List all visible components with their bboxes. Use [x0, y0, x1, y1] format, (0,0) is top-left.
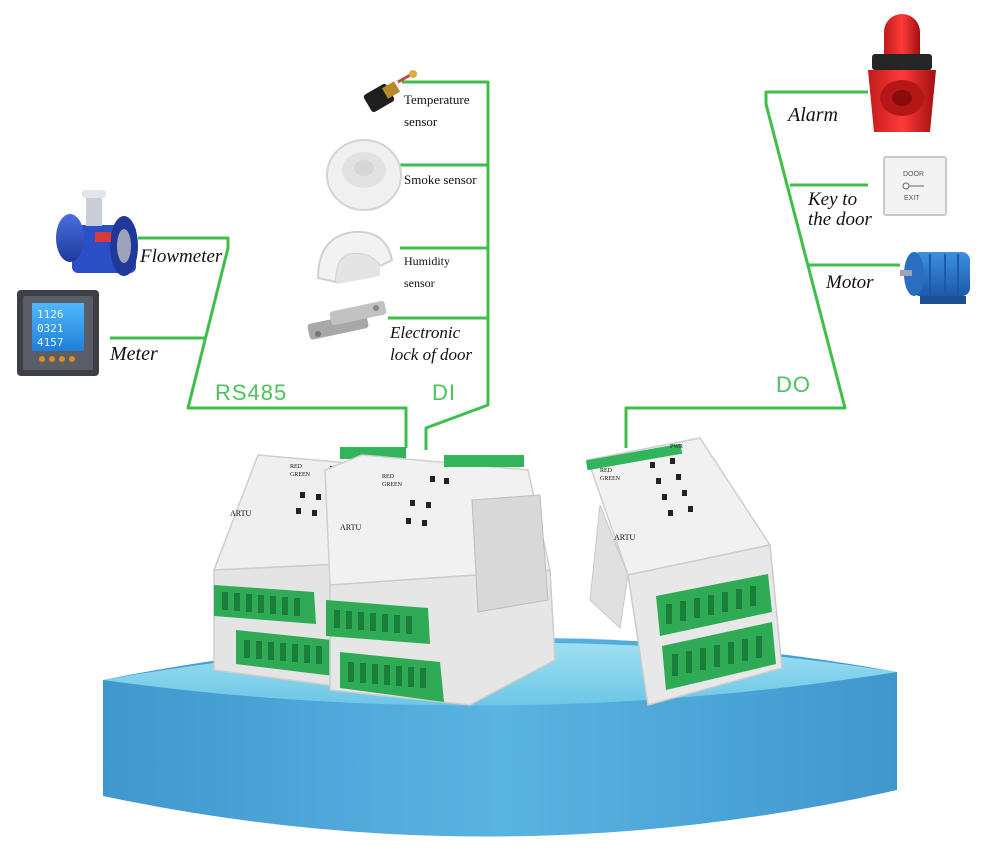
module-right-led-run: RED	[600, 468, 613, 474]
module-right-led-pwr: PWR	[670, 444, 683, 450]
door-button-line-1: DOOR	[903, 171, 924, 178]
power-meter-icon: 1126 0321 4157	[17, 290, 99, 376]
wiring	[110, 80, 900, 450]
exit-button-icon: DOOR EXIT	[883, 156, 947, 216]
humidity-sensor-icon	[316, 230, 394, 284]
module-2-brand: ARTU	[340, 523, 362, 532]
temperature-label-line-1: Temperature	[404, 92, 470, 107]
module-2-terminal-bottom	[340, 652, 444, 702]
di-wire	[402, 80, 490, 450]
key-label-line-2: the door	[808, 209, 872, 230]
flowmeter-icon	[56, 190, 138, 276]
rs485-wire	[138, 236, 408, 448]
module-right-brand: ARTU	[614, 533, 636, 542]
humidity-label-line-1: Humidity	[404, 254, 450, 268]
meter-display-line-1: 1126	[37, 308, 64, 321]
meter-display-line-3: 4157	[37, 336, 64, 349]
door-button-line-2: EXIT	[904, 195, 920, 202]
do-wire	[624, 90, 868, 448]
temperature-label-line-2: sensor	[404, 114, 438, 129]
io-module-2: ARTU RED GREEN	[324, 454, 556, 706]
flowmeter-label: Flowmeter	[139, 246, 223, 267]
lock-label-line-2: lock of door	[390, 345, 473, 364]
module-1-led-com: GREEN	[290, 472, 311, 478]
io-module-group-left: ARTU RED GREEN	[212, 447, 556, 706]
module-1-led-run: RED	[290, 464, 303, 470]
io-module-right: ARTU PWR RED GREEN	[585, 437, 783, 706]
smoke-label: Smoke sensor	[404, 172, 477, 187]
door-lock-sensor-icon	[307, 300, 387, 340]
meter-label: Meter	[109, 343, 158, 365]
module-2-led-run: RED	[382, 474, 395, 480]
meter-display-line-2: 0321	[37, 322, 64, 335]
motor-label: Motor	[825, 272, 874, 293]
module-right-terminal-bottom	[662, 622, 776, 690]
smoke-sensor-icon	[326, 139, 402, 211]
lock-label-line-1: Electronic	[389, 323, 461, 342]
module-2-led-com: GREEN	[382, 482, 403, 488]
alarm-label: Alarm	[786, 104, 838, 126]
module-right-led-com: GREEN	[600, 476, 621, 482]
do-label: DO	[776, 372, 811, 397]
module-1-brand: ARTU	[230, 509, 252, 518]
alarm-siren-icon	[868, 14, 936, 132]
humidity-label-line-2: sensor	[404, 276, 435, 290]
module-1-terminal-top	[214, 585, 316, 624]
module-1-terminal-bottom	[236, 630, 334, 676]
rs485-label: RS485	[215, 380, 287, 405]
motor-icon	[900, 252, 970, 304]
module-2-terminal-top	[326, 600, 430, 644]
temperature-sensor-icon	[363, 70, 417, 113]
module-right-terminal-top	[656, 574, 772, 636]
key-label-line-1: Key to	[807, 189, 857, 210]
di-label: DI	[432, 380, 456, 405]
